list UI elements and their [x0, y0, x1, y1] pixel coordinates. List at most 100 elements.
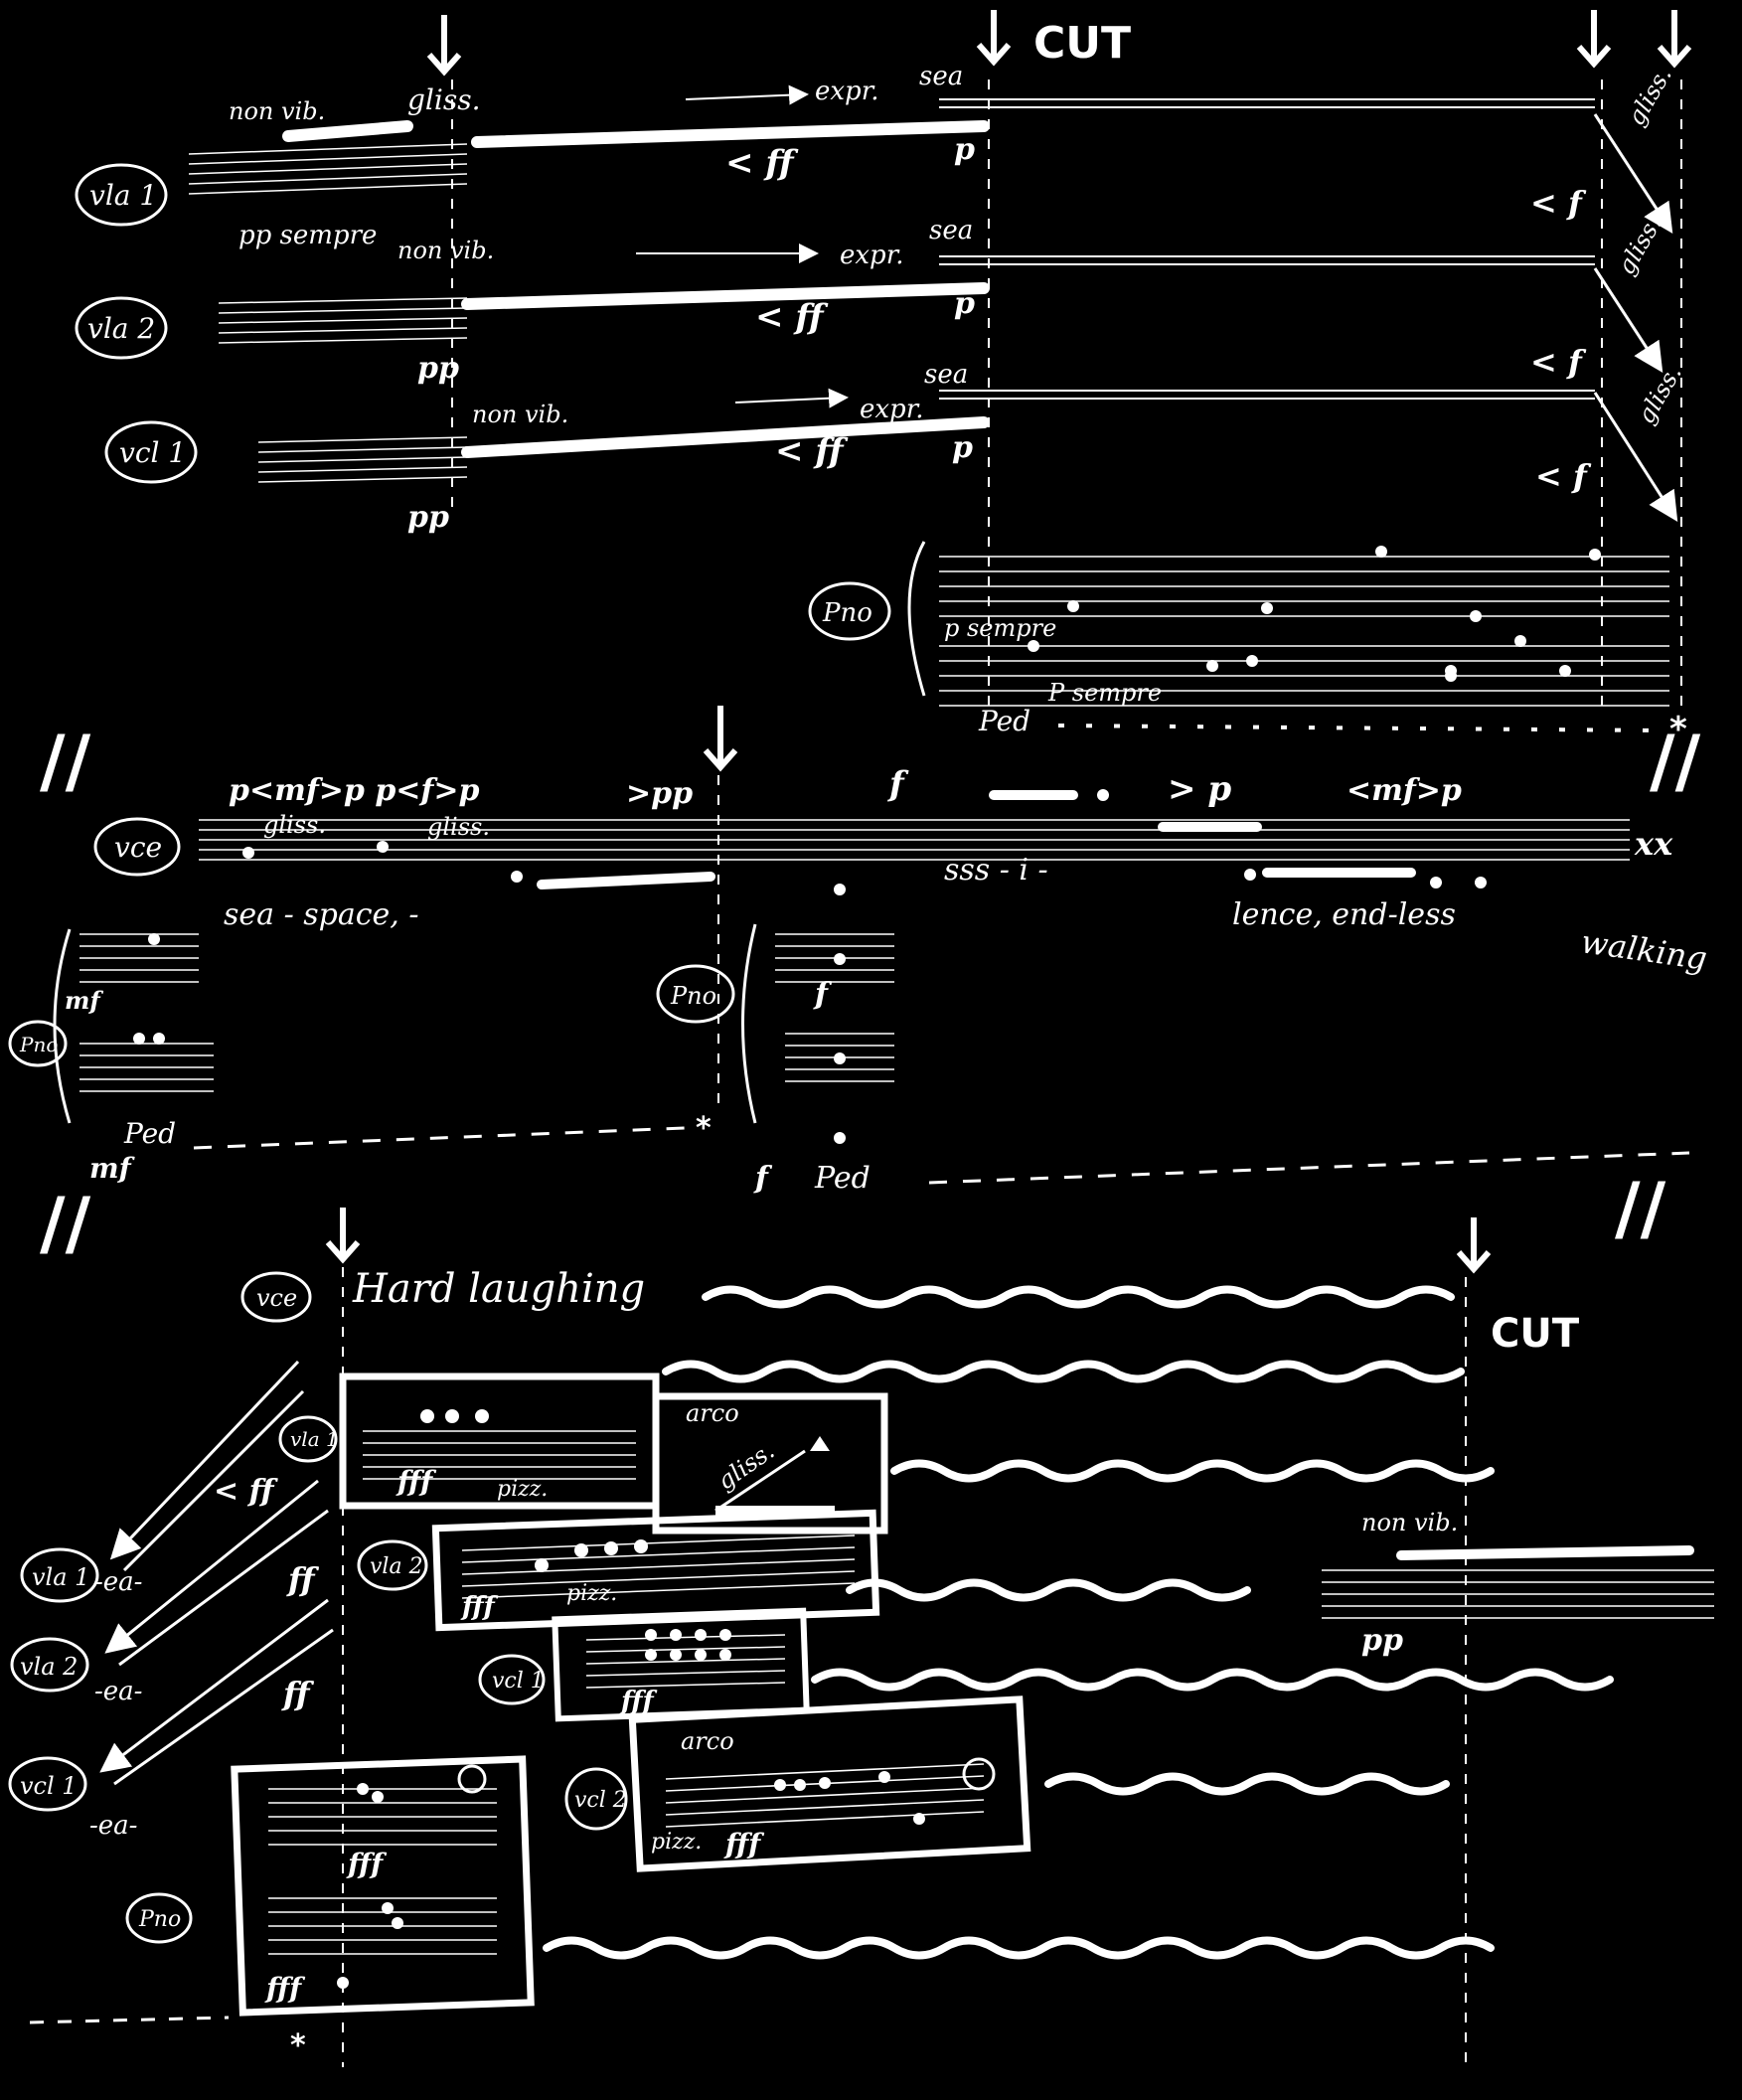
- expr-label: expr.: [860, 395, 924, 424]
- ea-label: -ea-: [94, 1567, 142, 1597]
- lyric-text: lence, end-less: [1232, 897, 1456, 932]
- box-pno: Pno fff fff *: [29, 1755, 535, 2063]
- fff-label: fff: [396, 1465, 437, 1498]
- ea-label: -ea-: [94, 1677, 142, 1706]
- fff-label: fff: [264, 1972, 306, 2005]
- sustain-pedal-icon: [457, 1764, 487, 1794]
- ff-label: < ff: [775, 431, 849, 471]
- mf-label: mf: [65, 986, 103, 1015]
- box-vcl2: vcl 2 arco pizz. fff: [564, 1696, 1031, 1872]
- sustain-line: [1396, 1545, 1694, 1560]
- sustain-line: [461, 282, 990, 310]
- non-vib-label: non vib.: [229, 97, 325, 125]
- dim-p-label: > p: [1168, 769, 1231, 809]
- instrument-label-vla2: vla 2: [87, 312, 155, 345]
- caesura-mark: //: [1650, 721, 1701, 802]
- down-arrow-icon: [1657, 10, 1692, 69]
- gliss-label: gliss.: [407, 83, 480, 116]
- down-arrow-icon: [1456, 1217, 1492, 1274]
- lyric-text: walking: [1579, 922, 1709, 977]
- sea-label: sea: [919, 62, 963, 91]
- instrument-label: Pno: [138, 1907, 181, 1932]
- ped-label: Ped: [814, 1161, 871, 1196]
- instrument-label-vce: vce: [256, 1284, 297, 1312]
- instrument-label-vce: vce: [114, 831, 162, 864]
- pp-label: pp: [1361, 1623, 1403, 1658]
- box-vla1: vla 1 fff pizz.: [278, 1373, 660, 1510]
- expr-label: expr.: [815, 77, 879, 106]
- instrument-label-vla1: vla 1: [89, 179, 157, 212]
- sea-label: sea: [929, 216, 973, 245]
- down-arrow-icon: [976, 10, 1012, 67]
- p-label: p: [952, 430, 973, 465]
- instrument-label-pno: Pno: [822, 598, 872, 628]
- pizz-label: pizz.: [651, 1830, 702, 1855]
- pp-label: pp: [407, 500, 449, 535]
- lyric-text: sea - space, -: [224, 897, 419, 932]
- instrument-circle: [656, 964, 735, 1024]
- pizz-label: pizz.: [497, 1477, 548, 1502]
- staff-pno: Pno p sempre P sempre Ped: [808, 541, 1687, 749]
- caesura-mark: //: [40, 1183, 91, 1264]
- right-vcl-staff: non vib. pp: [1322, 1509, 1714, 1658]
- instrument-circle: [8, 1756, 87, 1812]
- instrument-circle: [808, 581, 891, 641]
- mf-p-label: <mf>p: [1346, 773, 1462, 808]
- p-label: p: [954, 132, 975, 167]
- ff-cresc-label: < ff: [214, 1474, 279, 1509]
- ff-label: < ff: [755, 297, 829, 337]
- gliss-label: gliss.: [713, 1437, 780, 1496]
- caesura-mark: //: [40, 721, 91, 802]
- staff-pno-left: Pno mf Ped mf *: [8, 928, 712, 1185]
- instrument-circle: [478, 1654, 546, 1705]
- p-sempre-label: P sempre: [1047, 679, 1162, 707]
- instrument-label: vla 1: [32, 1563, 89, 1591]
- staff-vla1: vla 1 non vib. gliss. pp sempre expr. se…: [75, 62, 1677, 250]
- instrument-label: vla 1: [290, 1427, 339, 1451]
- f-label: f: [887, 764, 909, 804]
- left-instrument-group: vla 1 vla 2 vcl 1 -ea- -ea- -ea- < ff ff…: [8, 1360, 334, 1841]
- pp-label: >pp: [626, 776, 693, 811]
- fff-label: fff: [723, 1828, 765, 1860]
- cut-label: CUT: [1033, 18, 1131, 69]
- dynamics-label: p<mf>p p<f>p: [229, 773, 479, 808]
- f-end-label: < f: [1530, 184, 1587, 222]
- system-2: // // vce p<mf>p p<f>p gliss. gliss. >pp…: [8, 706, 1709, 1196]
- sustain-line: [471, 120, 990, 148]
- instrument-circle: [93, 817, 181, 877]
- xx-mark: xx: [1634, 825, 1673, 863]
- non-vib-label: non vib.: [472, 401, 568, 428]
- non-vib-label: non vib.: [1361, 1509, 1458, 1536]
- ped-label: Ped: [123, 1117, 176, 1150]
- mf-label: mf: [89, 1152, 136, 1185]
- instrument-circle: [75, 296, 168, 360]
- system-3: // // CUT vce Hard laughing vla 1: [8, 1168, 1714, 2067]
- ff-label: ff: [281, 1675, 315, 1712]
- p-sempre-label: p sempre: [944, 614, 1056, 642]
- fff-label: fff: [346, 1848, 388, 1880]
- instrument-circle: [8, 1020, 68, 1067]
- f-label: f: [753, 1161, 773, 1196]
- sustain-pedal-icon: [962, 1757, 996, 1791]
- f-end-label: < f: [1535, 457, 1592, 495]
- instrument-label-vcl1: vcl 1: [119, 436, 186, 469]
- non-vib-label: non vib.: [397, 237, 494, 264]
- staff-pno-mid: Pno f f Ped: [656, 884, 1690, 1196]
- instrument-circle: [20, 1547, 99, 1603]
- sustain-line: [461, 416, 990, 458]
- pp-sempre-label: pp sempre: [238, 221, 377, 250]
- arco-label: arco: [686, 1399, 739, 1427]
- instrument-label: vla 2: [370, 1554, 423, 1579]
- instrument-circle: [104, 420, 198, 484]
- cut-label: CUT: [1491, 1311, 1580, 1357]
- instrument-circle: [75, 163, 168, 227]
- sustain-line: [537, 872, 715, 889]
- instrument-circle: [10, 1637, 89, 1693]
- caesura-mark: //: [1615, 1168, 1666, 1249]
- instrument-circle: [278, 1415, 338, 1463]
- asterisk-mark: *: [696, 1111, 712, 1146]
- instrument-label-pno: Pno: [19, 1033, 58, 1056]
- staff-vcl1: vcl 1 non vib. pp expr. sea < ff p gliss…: [104, 360, 1687, 535]
- lyric-text: sss - i -: [944, 853, 1048, 888]
